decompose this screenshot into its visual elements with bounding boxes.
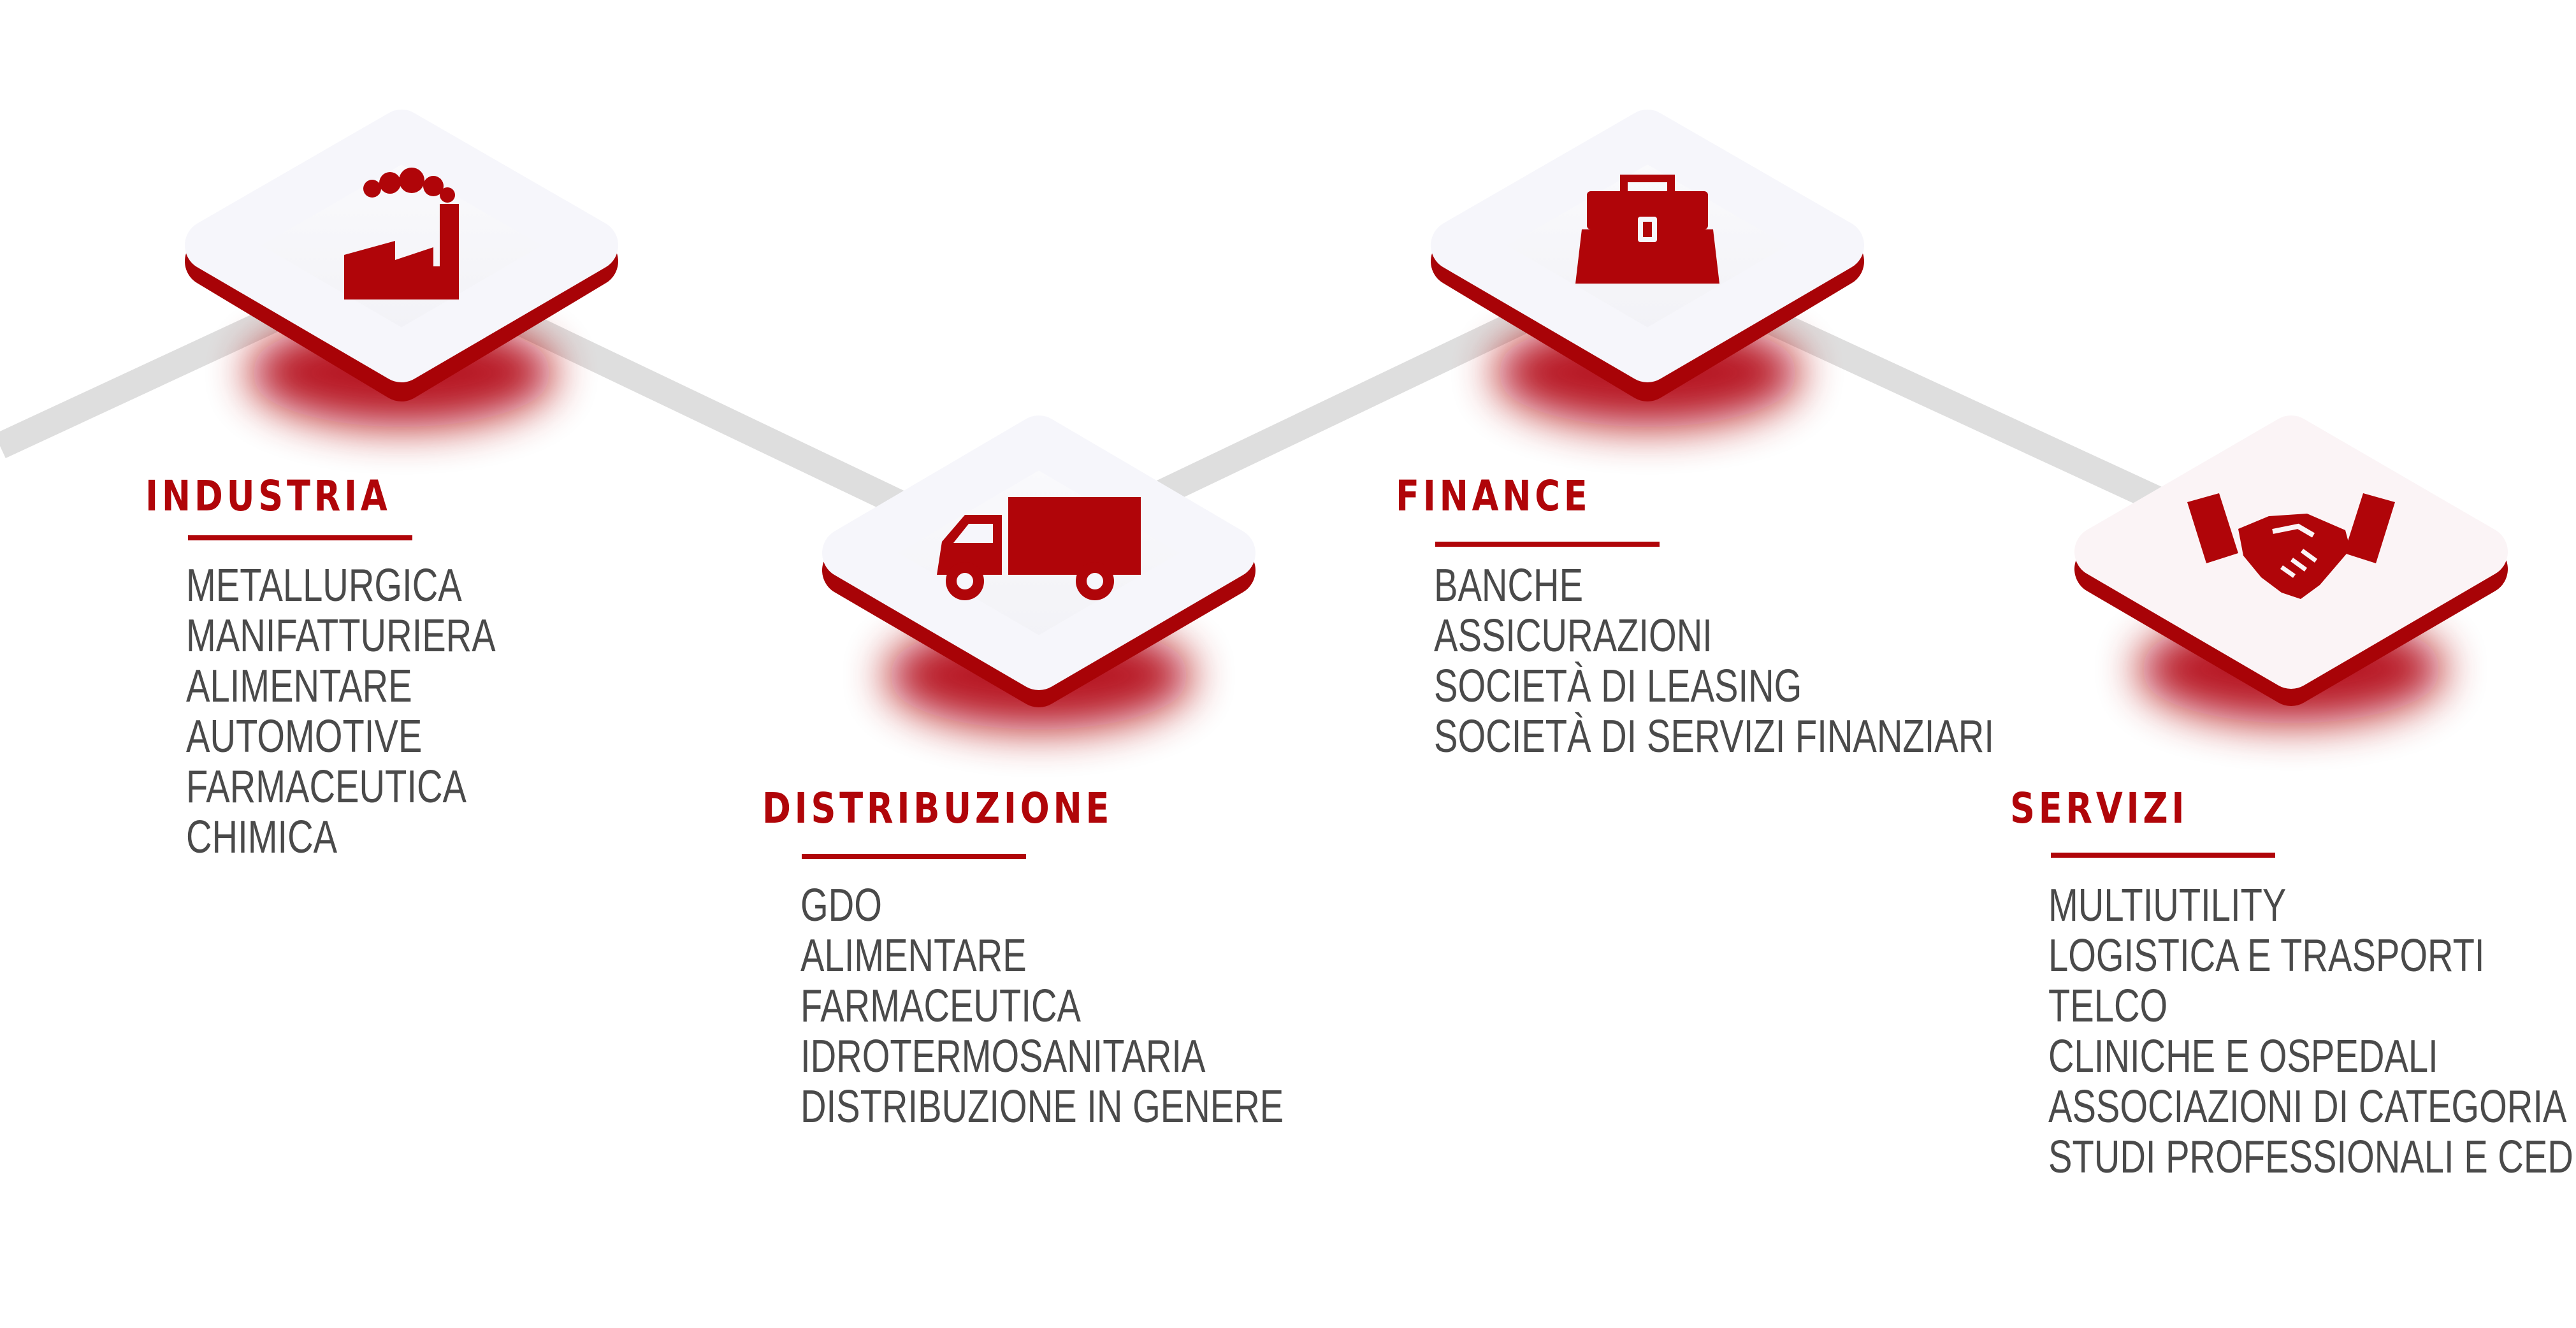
title-underline-industria bbox=[188, 535, 412, 540]
title-underline-distribuzione bbox=[802, 854, 1026, 859]
title-underline-servizi bbox=[2051, 853, 2275, 858]
item-list-finance: BANCHE ASSICURAZIONI SOCIETÀ DI LEASING … bbox=[1434, 561, 2152, 762]
section-title-industria: INDUSTRIA bbox=[145, 472, 391, 521]
list-item: ALIMENTARE bbox=[800, 930, 1027, 981]
section-distribuzione: DISTRIBUZIONE bbox=[762, 788, 1190, 830]
list-item: SOCIETÀ DI LEASING bbox=[1434, 661, 1802, 712]
list-item: MANIFATTURIERA bbox=[186, 610, 496, 661]
section-servizi: SERVIZI bbox=[2010, 788, 2227, 830]
list-item: BANCHE bbox=[1434, 560, 1584, 611]
section-industria: INDUSTRIA bbox=[145, 475, 445, 517]
item-list-servizi: MULTIUTILITY LOGISTICA E TRASPORTI TELCO… bbox=[2048, 881, 2576, 1183]
list-item: ASSICURAZIONI bbox=[1434, 610, 1712, 661]
node-finance bbox=[1431, 110, 1864, 427]
list-item: SOCIETÀ DI SERVIZI FINANZIARI bbox=[1434, 711, 1994, 762]
handshake-icon bbox=[2187, 493, 2395, 599]
node-distribuzione bbox=[822, 415, 1255, 730]
list-item: CHIMICA bbox=[186, 812, 338, 863]
list-item: METALLURGICA bbox=[186, 560, 462, 611]
list-item: FARMACEUTICA bbox=[800, 981, 1081, 1032]
list-item: GDO bbox=[800, 880, 882, 931]
item-list-industria: METALLURGICA MANIFATTURIERA ALIMENTARE A… bbox=[186, 561, 583, 863]
section-title-distribuzione: DISTRIBUZIONE bbox=[762, 784, 1113, 833]
list-item: DISTRIBUZIONE IN GENERE bbox=[800, 1081, 1284, 1132]
list-item: ASSOCIAZIONI DI CATEGORIA bbox=[2048, 1081, 2567, 1132]
title-underline-finance bbox=[1435, 542, 1660, 547]
list-item: MULTIUTILITY bbox=[2048, 880, 2287, 931]
section-title-finance: FINANCE bbox=[1396, 472, 1591, 521]
list-item: IDROTERMOSANITARIA bbox=[800, 1031, 1206, 1082]
list-item: LOGISTICA E TRASPORTI bbox=[2048, 930, 2485, 981]
list-item: CLINICHE E OSPEDALI bbox=[2048, 1031, 2438, 1082]
section-finance: FINANCE bbox=[1396, 475, 1634, 517]
node-industria bbox=[185, 110, 618, 427]
briefcase-icon bbox=[1575, 175, 1719, 284]
list-item: FARMACEUTICA bbox=[186, 761, 467, 812]
item-list-distribuzione: GDO ALIMENTARE FARMACEUTICA IDROTERMOSAN… bbox=[800, 881, 1420, 1132]
truck-icon bbox=[937, 497, 1141, 600]
list-item: STUDI PROFESSIONALI E CED bbox=[2048, 1132, 2573, 1183]
list-item: AUTOMOTIVE bbox=[186, 711, 423, 762]
list-item: TELCO bbox=[2048, 981, 2168, 1032]
node-servizi bbox=[2074, 415, 2508, 723]
list-item: ALIMENTARE bbox=[186, 661, 412, 712]
section-title-servizi: SERVIZI bbox=[2010, 784, 2189, 833]
factory-icon bbox=[344, 168, 459, 300]
